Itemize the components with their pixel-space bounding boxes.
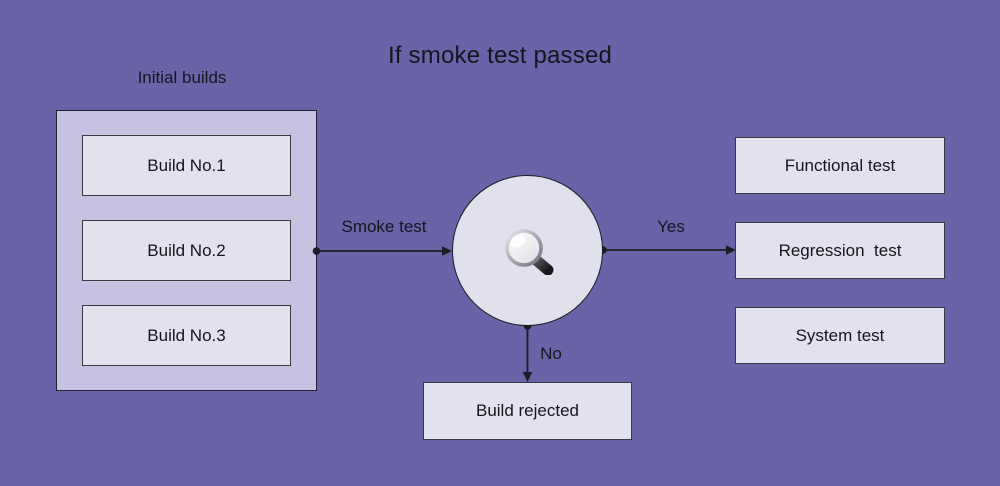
yes-edge-label: Yes [657,217,685,236]
node-build-rejected-label: Build rejected [475,401,579,420]
smoke-test-edge-label: Smoke test [341,217,427,236]
diagram-title: If smoke test passed [387,42,613,69]
node-build-3: Build No.3 [82,305,291,366]
connector-no [522,322,533,382]
connector-smoke-test [312,246,452,256]
node-functional-test: Functional test [735,137,945,194]
node-build-2-label: Build No.2 [147,240,226,260]
node-build-3-label: Build No.3 [147,325,226,345]
magnifier-icon [505,229,554,275]
connector-yes [599,245,736,255]
node-build-1-label: Build No.1 [147,155,226,175]
node-system-test-label: System test [795,325,885,345]
no-edge-label: No [540,344,562,363]
node-build-rejected: Build rejected [423,382,632,440]
node-build-2: Build No.2 [82,220,291,281]
node-regression-test-label: Regression test [778,240,902,260]
decision-node-smoke-test [452,175,603,326]
initial-builds-label: Initial builds [137,68,227,87]
node-build-1: Build No.1 [82,135,291,196]
node-functional-test-label: Functional test [784,155,896,175]
node-system-test: System test [735,307,945,364]
node-regression-test: Regression test [735,222,945,279]
